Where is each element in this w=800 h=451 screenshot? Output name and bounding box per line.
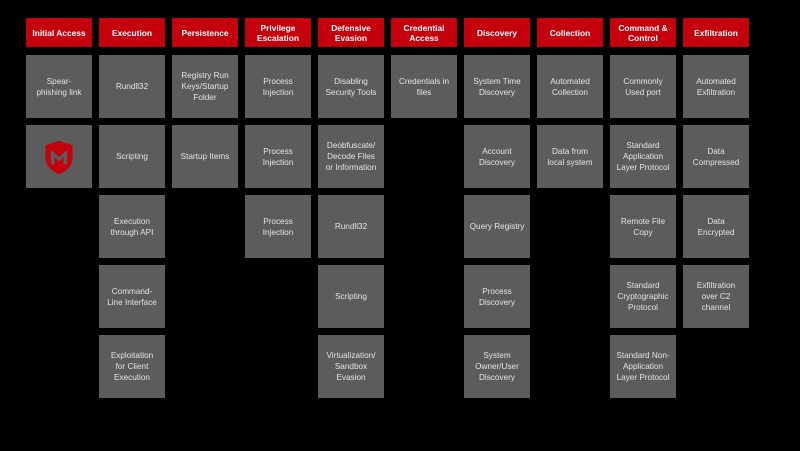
- technique-cell: Remote File Copy: [610, 195, 676, 258]
- technique-cell: Exfiltration over C2 channel: [683, 265, 749, 328]
- tactic-header: Initial Access: [26, 18, 92, 47]
- tactic-header: Persistence: [172, 18, 238, 47]
- technique-cell: Disabling Security Tools: [318, 55, 384, 118]
- technique-cell: Process Injection: [245, 55, 311, 118]
- technique-cell: Spear- phishing link: [26, 55, 92, 118]
- technique-cell: Standard Cryptographic Protocol: [610, 265, 676, 328]
- technique-cell: Command- Line Interface: [99, 265, 165, 328]
- technique-list: Credentials in files: [391, 55, 457, 118]
- technique-cell: Execution through API: [99, 195, 165, 258]
- technique-cell: Query Registry: [464, 195, 530, 258]
- tactic-header: Exfiltration: [683, 18, 749, 47]
- tactic-header: Command & Control: [610, 18, 676, 47]
- technique-cell: Standard Non- Application Layer Protocol: [610, 335, 676, 398]
- technique-cell: Process Injection: [245, 125, 311, 188]
- technique-cell: Commonly Used port: [610, 55, 676, 118]
- technique-cell: Scripting: [318, 265, 384, 328]
- technique-cell: Data Encrypted: [683, 195, 749, 258]
- technique-cell: Startup Items: [172, 125, 238, 188]
- tactic-header: Execution: [99, 18, 165, 47]
- logo-cell: [26, 125, 92, 188]
- technique-cell: Scripting: [99, 125, 165, 188]
- technique-cell: Data Compressed: [683, 125, 749, 188]
- technique-cell: Account Discovery: [464, 125, 530, 188]
- technique-cell: Data from local system: [537, 125, 603, 188]
- technique-cell: Automated Collection: [537, 55, 603, 118]
- technique-cell: System Owner/User Discovery: [464, 335, 530, 398]
- technique-cell: Deobfuscate/ Decode Files or Information: [318, 125, 384, 188]
- tactic-header: Discovery: [464, 18, 530, 47]
- technique-cell: Process Injection: [245, 195, 311, 258]
- technique-cell: Credentials in files: [391, 55, 457, 118]
- technique-cell: System Time Discovery: [464, 55, 530, 118]
- tactic-header: Privilege Escalation: [245, 18, 311, 47]
- technique-cell: Registry Run Keys/Startup Folder: [172, 55, 238, 118]
- technique-cell: Exploitation for Client Execution: [99, 335, 165, 398]
- technique-cell: Automated Exfiltration: [683, 55, 749, 118]
- technique-cell: Rundll32: [99, 55, 165, 118]
- technique-cell: Virtualization/ Sandbox Evasion: [318, 335, 384, 398]
- technique-cell: Standard Application Layer Protocol: [610, 125, 676, 188]
- tactic-header: Collection: [537, 18, 603, 47]
- technique-list: Spear- phishing link: [26, 55, 92, 188]
- tactic-header: Credential Access: [391, 18, 457, 47]
- technique-cell: Rundll32: [318, 195, 384, 258]
- tactic-header: Defensive Evasion: [318, 18, 384, 47]
- technique-cell: Process Discovery: [464, 265, 530, 328]
- mcafee-shield-logo-icon: [41, 139, 77, 175]
